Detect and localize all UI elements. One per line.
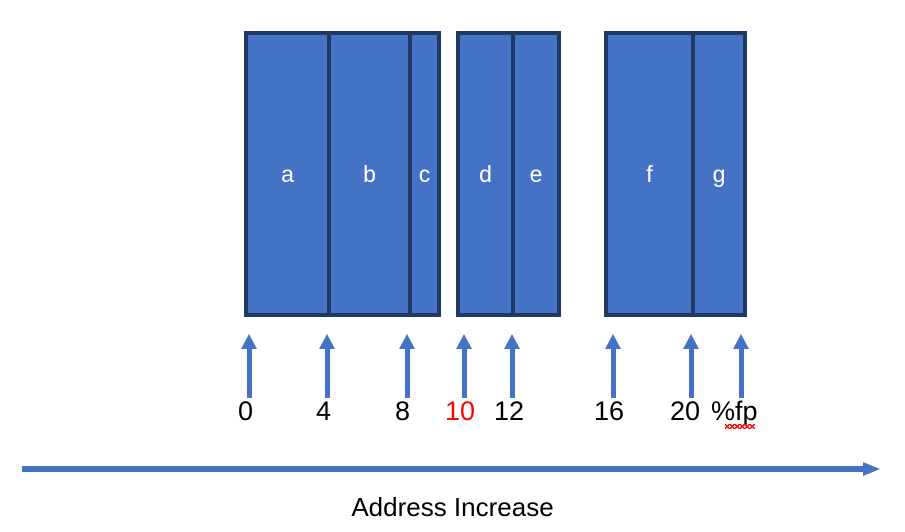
memory-block-label-c: c [418, 160, 431, 187]
memory-block-label-d: d [479, 160, 492, 187]
arrow-up-head-icon [504, 334, 520, 349]
arrow-shaft [325, 347, 330, 398]
arrow-up-head-icon [683, 334, 699, 349]
memory-block-d[interactable]: d [460, 35, 511, 313]
arrow-shaft [405, 347, 410, 398]
memory-block-c[interactable]: c [408, 35, 437, 313]
arrow-up-head-icon [456, 334, 472, 349]
tick-arrow-10 [456, 334, 472, 398]
arrow-shaft [611, 347, 616, 398]
tick-label-0: 0 [238, 396, 254, 426]
axis-arrow-head-icon [863, 462, 880, 476]
arrow-up-head-icon [319, 334, 335, 349]
tick-arrow-20 [683, 334, 699, 398]
tick-arrow-4 [319, 334, 335, 398]
memory-block-label-e: e [529, 160, 543, 187]
memory-block-label-a: a [281, 160, 294, 187]
arrow-up-head-icon [399, 334, 415, 349]
address-ticks-layer: 0 4 8 10 12 16 20 %fp [0, 0, 905, 429]
memory-block-f[interactable]: f [608, 35, 691, 313]
arrow-shaft [462, 347, 467, 398]
tick-label-4: 4 [316, 396, 332, 426]
tick-arrow-12 [504, 334, 520, 398]
arrow-up-head-icon [733, 334, 749, 349]
tick-label-16: 16 [594, 396, 625, 426]
arrow-shaft [247, 347, 252, 398]
memory-block-label-f: f [646, 160, 653, 187]
memory-block-label-g: g [712, 160, 726, 187]
spellcheck-squiggle-icon [725, 424, 755, 429]
tick-arrow-8 [399, 334, 415, 398]
arrow-shaft [510, 347, 515, 398]
memory-block-b[interactable]: b [327, 35, 408, 313]
tick-arrow-0 [241, 334, 257, 398]
tick-arrow-%fp [733, 334, 749, 398]
arrow-shaft [689, 347, 694, 398]
arrow-up-head-icon [605, 334, 621, 349]
memory-block-g[interactable]: g [691, 35, 743, 313]
memory-block-label-b: b [363, 160, 376, 187]
arrow-up-head-icon [241, 334, 257, 349]
address-increase-arrow [22, 462, 880, 476]
tick-label-%fp: %fp [711, 398, 905, 429]
arrow-shaft [739, 347, 744, 398]
memory-block-group-0: a b c [244, 31, 441, 317]
memory-block-a[interactable]: a [248, 35, 327, 313]
tick-label-10: 10 [445, 396, 476, 426]
tick-label-20: 20 [670, 396, 701, 426]
tick-label-8: 8 [395, 396, 411, 426]
tick-arrow-16 [605, 334, 621, 398]
axis-arrow-line [22, 466, 864, 472]
axis-caption: Address Increase [351, 492, 554, 522]
memory-block-e[interactable]: e [511, 35, 557, 313]
tick-label-12: 12 [494, 396, 525, 426]
